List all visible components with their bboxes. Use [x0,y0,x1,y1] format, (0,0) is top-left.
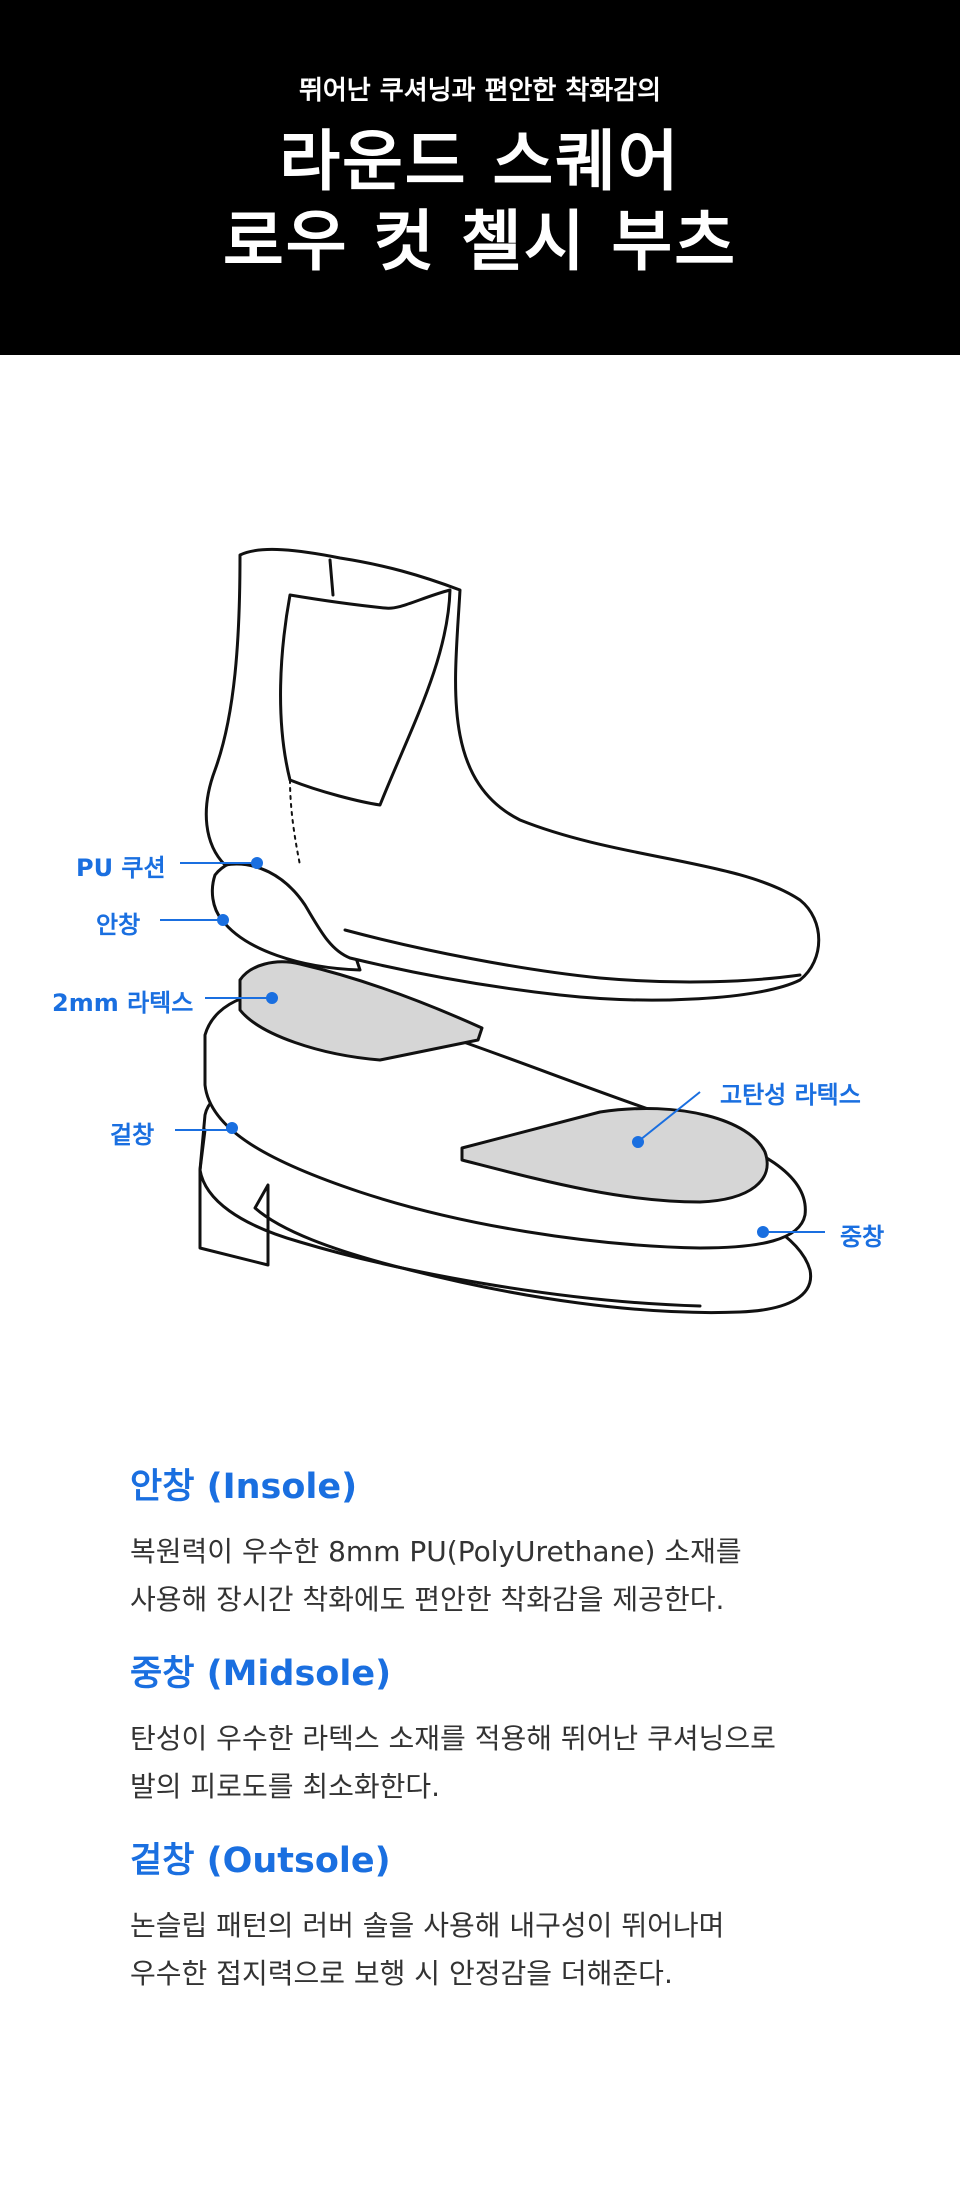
hero-title: 라운드 스퀘어 로우 컷 첼시 부츠 [0,122,960,282]
callout-dot-pu-cushion [251,857,263,869]
section-midsole: 중창 (Midsole) 탄성이 우수한 라텍스 소재를 적용해 뛰어난 쿠셔닝… [130,1645,890,1811]
callout-label-insole: 안창 [96,911,141,939]
section-body: 복원력이 우수한 8mm PU(PolyUrethane) 소재를 사용해 장시… [130,1528,890,1624]
callout-dot-insole [217,914,229,926]
section-title: 겉창 (Outsole) [130,1841,391,1881]
latex-2mm-shape [238,960,484,1062]
hero-title-line-2: 로우 컷 첼시 부츠 [223,203,737,280]
boot-illustration [160,547,825,1315]
hero-banner: 뛰어난 쿠셔닝과 편안한 착화감의 라운드 스퀘어 로우 컷 첼시 부츠 [0,0,960,355]
callout-label-pu-cushion: PU 쿠션 [76,854,166,882]
callout-dot-high-elastic-latex [632,1136,644,1148]
callout-line-high-elastic-latex [639,1091,701,1141]
callout-dot-outsole [226,1122,238,1134]
section-body-line: 복원력이 우수한 8mm PU(PolyUrethane) 소재를 [130,1535,742,1568]
section-title: 중창 (Midsole) [130,1654,392,1694]
section-body-line: 발의 피로도를 최소화한다. [130,1770,441,1803]
section-body-line: 사용해 장시간 착화에도 편안한 착화감을 제공한다. [130,1583,725,1616]
section-body: 탄성이 우수한 라텍스 소재를 적용해 뛰어난 쿠셔닝으로 발의 피로도를 최소… [130,1715,890,1811]
high-elastic-latex-shape [460,1106,769,1204]
hero-kicker: 뛰어난 쿠셔닝과 편안한 착화감의 [298,76,662,106]
section-insole: 안창 (Insole) 복원력이 우수한 8mm PU(PolyUrethane… [130,1458,890,1624]
section-outsole: 겉창 (Outsole) 논슬립 패턴의 러버 솔을 사용해 내구성이 뛰어나며… [130,1832,890,1998]
callout-label-latex-2mm: 2mm 라텍스 [52,989,194,1017]
section-body-line: 논슬립 패턴의 러버 솔을 사용해 내구성이 뛰어나며 [130,1909,725,1942]
callout-label-high-elastic-latex: 고탄성 라텍스 [720,1081,861,1109]
boot-exploded-diagram: PU 쿠션 안창 2mm 라텍스 겉창 고탄성 라텍스 중창 [0,480,960,1420]
callout-label-outsole: 겉창 [110,1121,155,1149]
section-body: 논슬립 패턴의 러버 솔을 사용해 내구성이 뛰어나며 우수한 접지력으로 보행… [130,1902,890,1998]
callout-dot-midsole [757,1226,769,1238]
section-body-line: 우수한 접지력으로 보행 시 안정감을 더해준다. [130,1957,673,1990]
section-title: 안창 (Insole) [130,1467,358,1507]
hero-title-line-1: 라운드 스퀘어 [279,123,681,200]
section-body-line: 탄성이 우수한 라텍스 소재를 적용해 뛰어난 쿠셔닝으로 [130,1722,776,1755]
callout-dot-latex-2mm [266,992,278,1004]
boot-upper-shape [204,547,821,1002]
callout-label-midsole: 중창 [840,1223,885,1251]
